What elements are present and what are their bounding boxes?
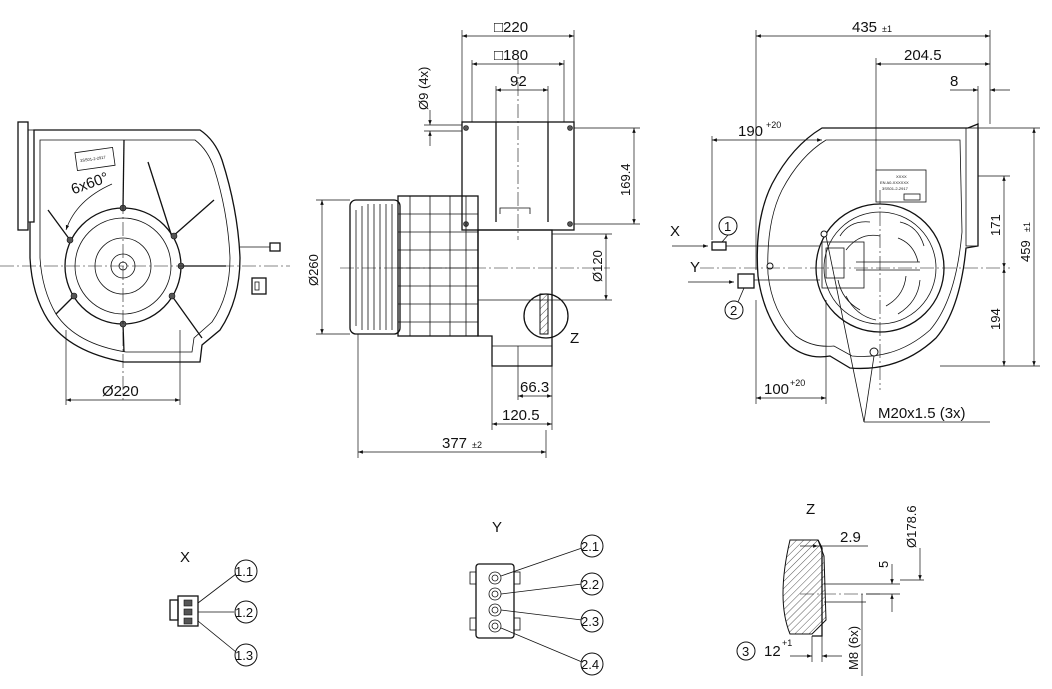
- callout-2-2-text: 2.2: [581, 577, 599, 592]
- callout-2-text: 2: [730, 303, 737, 318]
- callout-2-4-text: 2.4: [581, 657, 599, 672]
- rear-y-label: Y: [690, 259, 700, 276]
- callout-1-text: 1: [724, 219, 731, 234]
- dim-m8: M8 (6x): [846, 626, 861, 670]
- front-view: 3SS01-2-2917 6x60° Ø220: [0, 121, 290, 405]
- callout-2-3-text: 2.3: [581, 614, 599, 629]
- dim-171: 171: [988, 214, 1003, 236]
- dim-12-tol: +1: [782, 638, 792, 648]
- detail-y: Y 2.1 2.2 2.3 2.4: [469, 519, 604, 676]
- dim-d120: Ø120: [590, 250, 605, 282]
- dim-459: 459: [1018, 240, 1033, 262]
- callout-1-1: [234, 559, 258, 583]
- detail-z-title: Z: [806, 501, 815, 518]
- connector-y-housing: [475, 563, 515, 639]
- callout-2-4: [580, 652, 604, 676]
- callout-2-3: [580, 609, 604, 633]
- dim-435-tol: ±1: [882, 24, 892, 34]
- dim-d178: Ø178.6: [904, 505, 919, 548]
- dim-435: 435: [852, 19, 877, 36]
- callout-1-2: [234, 600, 258, 624]
- callout-3: [736, 641, 756, 661]
- dim-d260: Ø260: [306, 254, 321, 286]
- dim-d220: Ø220: [102, 383, 139, 400]
- dim-169: 169.4: [618, 163, 633, 196]
- callout-1-2-text: 1.2: [235, 605, 253, 620]
- nameplate-line2: EN A0-XXXXXX: [880, 180, 909, 185]
- cable-x-connector: [711, 241, 727, 251]
- callout-2-2: [580, 572, 604, 596]
- callout-2-1-text: 2.1: [581, 539, 599, 554]
- dim-66: 66.3: [520, 379, 549, 396]
- nameplate-line3: 3SS01-2-2917: [882, 186, 909, 191]
- dim-holes: Ø9 (4x): [416, 67, 431, 110]
- dim-2-9: 2.9: [840, 529, 861, 546]
- front-plate-text: 3SS01-2-2917: [80, 154, 107, 163]
- cable-y-connector: [737, 273, 755, 289]
- dim-sq220: □220: [494, 19, 528, 36]
- callout-1-3-text: 1.3: [235, 648, 253, 663]
- callout-3-text: 3: [742, 644, 749, 659]
- callout-1-3: [234, 643, 258, 667]
- dim-92: 92: [510, 73, 527, 90]
- dim-459-tol: ±1: [1022, 222, 1032, 232]
- connector-front: [251, 277, 267, 295]
- dim-8: 8: [950, 73, 958, 90]
- dim-377: 377: [442, 435, 467, 452]
- dim-100-tol: +20: [790, 378, 805, 388]
- nameplate-line1: XXXX: [896, 174, 907, 179]
- dim-120-5: 120.5: [502, 407, 540, 424]
- dim-12: 12: [764, 643, 781, 660]
- dim-sq180: □180: [494, 47, 528, 64]
- dim-377-tol: ±2: [472, 440, 482, 450]
- side-view: Z □220 □180 92 Ø9 (4x) 169.4 Ø120: [306, 19, 640, 458]
- dim-190-tol: +20: [766, 120, 781, 130]
- callout-2: [724, 300, 744, 320]
- callout-2-1: [580, 534, 604, 558]
- dim-190: 190: [738, 123, 763, 140]
- side-z-label: Z: [570, 330, 579, 347]
- detail-z: Z 2.9 5 Ø178.6 3 12 +1 M8 (6x): [736, 501, 924, 676]
- dim-204-5: 204.5: [904, 47, 942, 64]
- dim-100: 100: [764, 381, 789, 398]
- dim-thread: M20x1.5 (3x): [878, 405, 966, 422]
- detail-x: X 1.1 1.2 1.3: [169, 549, 258, 667]
- connector-x-housing: [177, 595, 199, 627]
- flange-section: [782, 539, 827, 635]
- rear-x-label: X: [670, 223, 680, 240]
- callout-1-1-text: 1.1: [235, 564, 253, 579]
- rear-view: XXXX EN A0-XXXXXX 3SS01-2-2917 X Y 1 2 4: [670, 19, 1040, 423]
- detail-x-title: X: [180, 549, 190, 566]
- blade-angle-dim: 6x60°: [69, 169, 111, 198]
- motor-body: [349, 199, 401, 335]
- detail-y-title: Y: [492, 519, 502, 536]
- dim-5: 5: [876, 561, 891, 568]
- dim-194: 194: [988, 308, 1003, 330]
